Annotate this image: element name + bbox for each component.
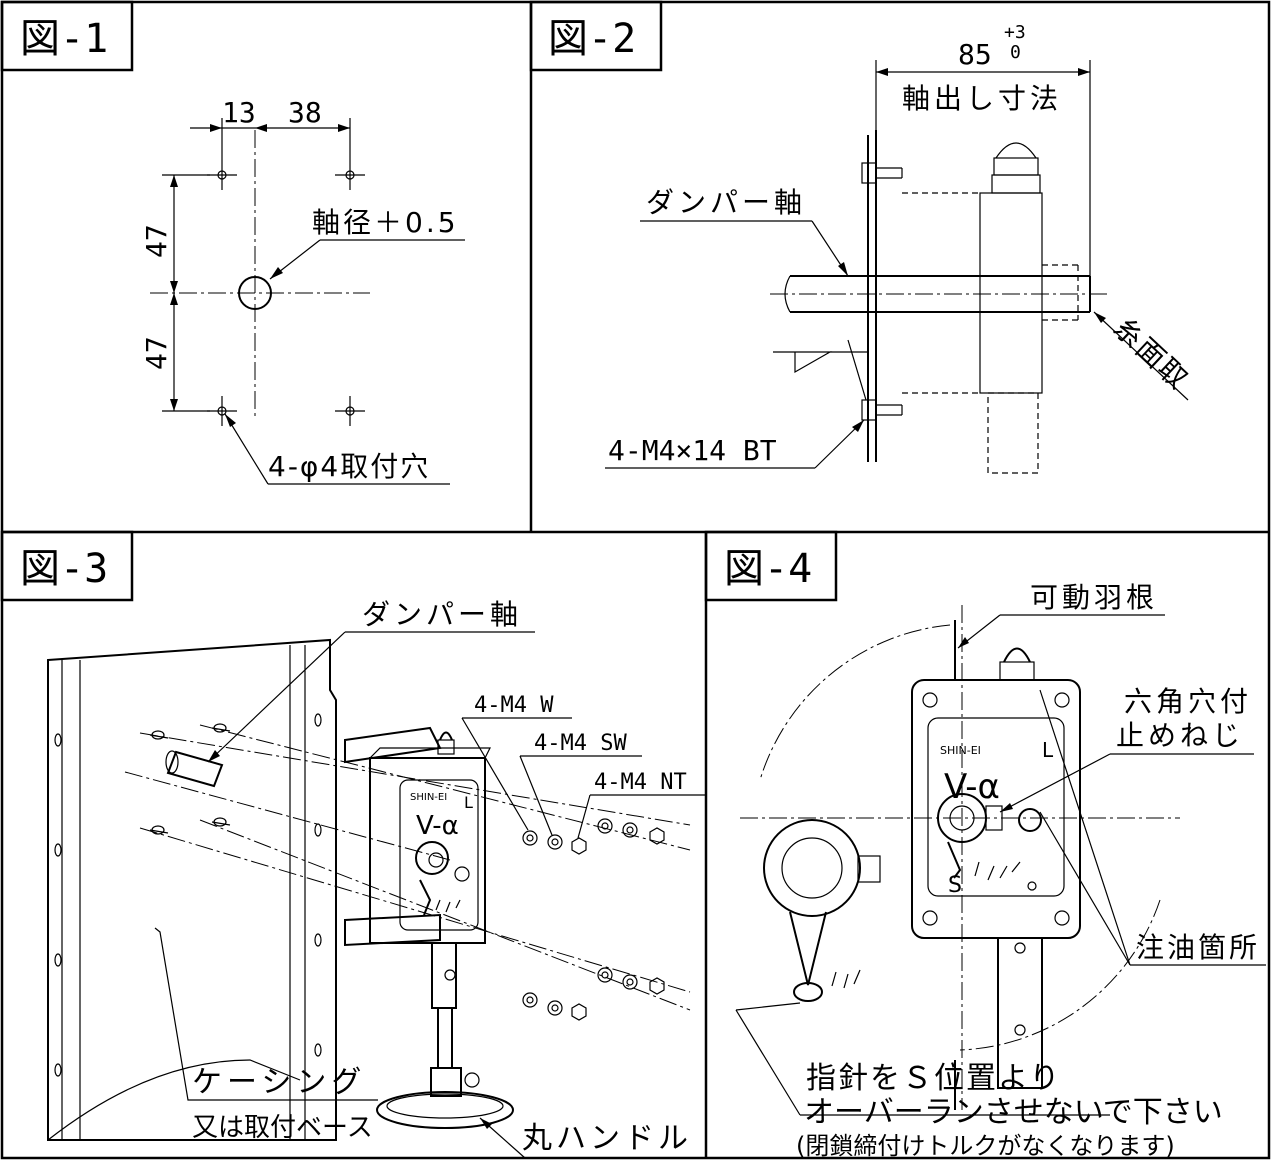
handle-stem — [431, 942, 457, 1009]
tolerance-upper: +3 — [1004, 22, 1026, 43]
fig3-title: 図-3 — [20, 546, 108, 592]
label-washer: 4-M4 W — [474, 693, 554, 718]
bracket — [773, 351, 833, 374]
washer-w — [522, 830, 538, 846]
mounting-hole — [217, 170, 227, 180]
label-handle: 丸ハンドル — [522, 1121, 692, 1156]
dim-85: 85 — [958, 38, 992, 71]
bolt-head — [861, 162, 877, 184]
fig1-title-box — [0, 0, 134, 72]
fig1-title: 図-1 — [20, 16, 108, 62]
device-model-fig4: V-α — [944, 767, 1000, 807]
device-side-fig4: L — [1042, 738, 1054, 762]
label-holes: 4-φ4取付穴 — [268, 450, 430, 483]
dial-hub — [415, 841, 449, 875]
stud-bolt — [211, 817, 231, 827]
figure-4: 図-4 SHIN-EI V-α L S — [704, 530, 1266, 1160]
mounting-hole — [345, 406, 355, 416]
nut — [571, 837, 587, 855]
figure-2: 図-2 85 +3 0 軸出し寸法 — [529, 0, 1196, 474]
shaft-hole — [238, 276, 272, 310]
dim-13: 13 — [222, 96, 256, 129]
inset-dial — [763, 819, 861, 917]
handle-shaft-fig4 — [997, 937, 1043, 1089]
device-brand-fig4: SHIN-EI — [940, 744, 981, 757]
label-base: 又は取付ベース — [192, 1113, 373, 1143]
fig2-title: 図-2 — [548, 16, 636, 62]
label-damper-shaft-fig2: ダンパー軸 — [646, 186, 806, 219]
dim-38: 38 — [288, 96, 322, 129]
device-brand-fig3: SHIN-EI — [410, 792, 447, 803]
stud-bolt — [149, 730, 169, 740]
handle-shaft — [987, 392, 1039, 474]
note-line-3: (閉鎖締付けトルクがなくなります) — [796, 1132, 1175, 1160]
dim-47-bottom: 47 — [140, 336, 173, 370]
fig3-title-box — [0, 530, 134, 602]
note-line-1: 指針をＳ位置より — [806, 1061, 1061, 1096]
label-vane: 可動羽根 — [1030, 581, 1158, 614]
pointer-fig4 — [947, 841, 962, 879]
vane-arc — [759, 624, 951, 781]
mounting-hole — [217, 406, 227, 416]
label-nut: 4-M4 NT — [594, 770, 687, 795]
label-spring-washer: 4-M4 SW — [534, 731, 627, 756]
device-body — [979, 192, 1043, 394]
figure-1: 図-1 13 38 47 47 — [0, 0, 465, 485]
label-chamfer: 糸面取 — [1107, 311, 1195, 397]
dim-47-top: 47 — [140, 224, 173, 258]
tolerance-lower: 0 — [1010, 42, 1021, 63]
grease-nipple — [995, 142, 1037, 159]
figure-3: 図-3 SHIN-EI — [0, 530, 706, 1159]
mounting-hole — [345, 170, 355, 180]
label-shaft-dia: 軸径＋0.5 — [312, 206, 459, 239]
fig4-title-box — [704, 530, 838, 602]
label-setscrew-2: 止めねじ — [1116, 719, 1244, 752]
oil-port — [1018, 808, 1042, 832]
damper-shaft-stub — [166, 750, 224, 788]
device-side-fig3: L — [464, 793, 473, 812]
fig4-title: 図-4 — [724, 546, 812, 592]
inset-pointer — [789, 911, 827, 986]
device-panel — [399, 779, 479, 931]
stud-bolt — [211, 723, 231, 733]
mounting-bracket — [344, 726, 442, 764]
grease-nipple-fig3 — [439, 731, 453, 741]
set-screw — [985, 805, 1003, 831]
washer-sw — [547, 834, 563, 850]
device-body-fig3 — [369, 757, 486, 944]
bolt-head — [861, 399, 877, 421]
label-shaft-ext: 軸出し寸法 — [902, 82, 1062, 115]
label-damper-shaft-fig3: ダンパー軸 — [362, 598, 522, 631]
label-setscrew-1: 六角穴付 — [1124, 685, 1252, 718]
pointer-fig3 — [419, 879, 432, 916]
fig2-title-box — [529, 0, 663, 72]
pointer-mark-fig4: S — [948, 873, 962, 898]
label-casing: ケーシング — [192, 1065, 366, 1100]
stud-bolt — [149, 825, 169, 835]
device-body-fig4 — [911, 679, 1081, 939]
grease-nipple-fig4 — [1003, 647, 1031, 663]
device-panel-fig4 — [927, 717, 1065, 897]
label-oil: 注油箇所 — [1136, 931, 1260, 964]
round-handle — [376, 1091, 514, 1129]
note-line-2: オーバーランさせないで下さい — [804, 1095, 1223, 1130]
device-model-fig3: V-α — [416, 811, 459, 841]
label-bolt: 4-M4×14 BT — [608, 434, 777, 467]
